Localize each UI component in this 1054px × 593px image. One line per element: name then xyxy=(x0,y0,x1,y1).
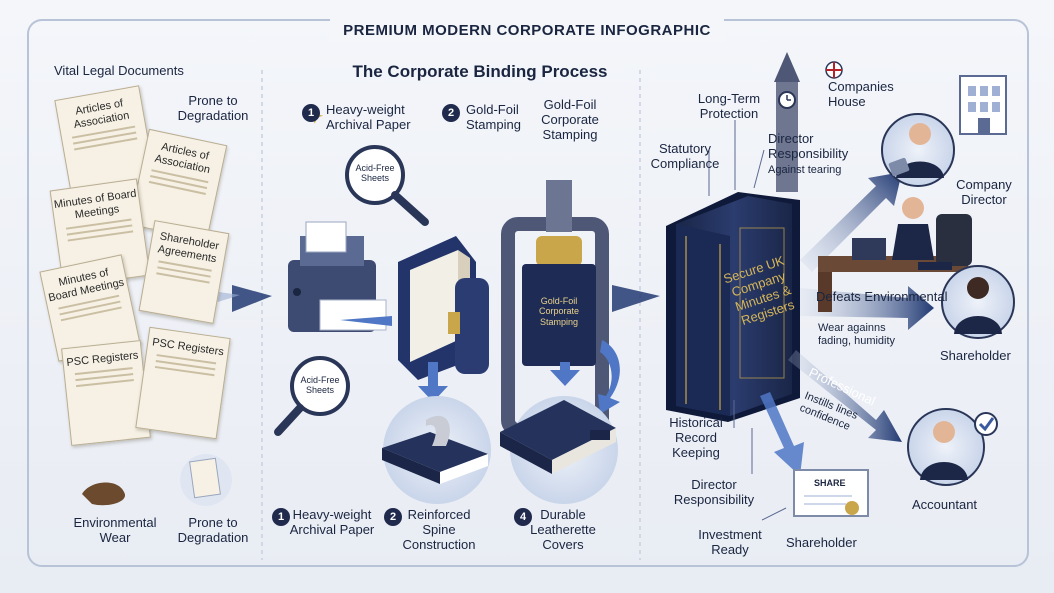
step-number-badge: 1 xyxy=(302,104,320,122)
vital-documents-heading: Vital Legal Documents xyxy=(54,63,184,78)
environmental-wear-label: Environmental Wear xyxy=(73,515,157,545)
header-bg xyxy=(330,12,724,42)
arrow-to-director xyxy=(800,172,902,272)
role-label-accountant: Accountant xyxy=(912,497,978,512)
main-book-illustration xyxy=(666,192,800,422)
companies-house-building-icon xyxy=(959,75,1007,135)
step-number-badge: 2 xyxy=(442,104,460,122)
press-stamp-label: Gold-Foil Corporate Stamping xyxy=(538,296,580,327)
arrow-process-to-book xyxy=(612,285,660,312)
role-label-shareholder: Shareholder xyxy=(940,348,1011,363)
document-card: PSC Registers xyxy=(61,340,151,446)
wear-against-label: Wear againns fading, humidity xyxy=(818,322,896,347)
prone-degradation-top: Prone to Degradation xyxy=(177,93,249,123)
arrow-left-to-process xyxy=(232,285,272,312)
gold-foil-corporate-label: Gold-Foil Corporate Stamping xyxy=(541,97,599,142)
magnifier-top xyxy=(345,145,429,226)
director-desk-illustration xyxy=(818,197,972,312)
arrow-down-1 xyxy=(418,362,448,402)
shareholder-avatar xyxy=(941,265,1015,339)
arrow-to-shareholder xyxy=(800,286,934,330)
binding-illustration xyxy=(398,236,489,380)
share-certificate-illustration xyxy=(793,469,869,517)
arrow-down-2 xyxy=(550,362,580,386)
against-tearing-label: Against tearing xyxy=(768,164,842,176)
acid-free-top: Acid-Free Sheets xyxy=(355,163,395,184)
section-title: The Corporate Binding Process xyxy=(352,62,608,81)
spine-illustration xyxy=(382,415,488,484)
step-number-badge: 1 xyxy=(272,508,290,526)
step-number-badge: 2 xyxy=(384,508,402,526)
prone-degradation-bottom: Prone to Degradation xyxy=(177,515,249,545)
investment-ready-label: Investment Ready xyxy=(698,527,762,557)
big-ben-icon xyxy=(774,52,800,192)
step1-bottom-label: Heavy-weight Archival Paper xyxy=(289,507,375,537)
statutory-compliance-label: Statutory Compliance xyxy=(650,141,720,171)
degraded-doc-icon xyxy=(189,457,221,499)
company-director-avatar xyxy=(881,113,955,187)
page-header: PREMIUM MODERN CORPORATE INFOGRAPHIC xyxy=(343,22,711,39)
role-label-company-director: Company Director xyxy=(956,177,1012,207)
arrow-to-accountant xyxy=(788,350,902,442)
arrow-curve xyxy=(598,340,620,414)
step2-bottom-label: Reinforced Spine Construction xyxy=(402,507,476,552)
director-responsibility-top-label: Director Responsibility xyxy=(768,131,849,161)
document-card: Shareholder Agreements xyxy=(138,220,230,324)
step1-top-label: Heavy-weight Archival Paper xyxy=(326,102,411,132)
document-card: PSC Registers xyxy=(135,326,231,440)
step2-top-label: Gold-Foil Stamping xyxy=(466,102,521,132)
defeats-environmental-label: Defeats Environmental xyxy=(816,289,948,304)
magnifier-bottom xyxy=(274,356,350,436)
acid-free-bottom: Acid-Free Sheets xyxy=(300,375,340,396)
step-number-badge: 4 xyxy=(514,508,532,526)
step4-bottom-label: Durable Leatherette Covers xyxy=(530,507,596,552)
companies-house-label: Companies House xyxy=(828,79,894,109)
cover-illustration xyxy=(500,400,616,474)
share-certificate-label: SHARE xyxy=(814,478,846,488)
accountant-avatar xyxy=(907,408,998,486)
shareholder-bottom-label: Shareholder xyxy=(786,535,857,550)
stamping-press-illustration xyxy=(306,108,609,437)
stain-mark xyxy=(82,482,126,506)
arrow-to-certificate xyxy=(760,392,804,476)
historical-record-label: Historical Record Keeping xyxy=(669,415,723,460)
uk-flag-icon xyxy=(825,61,843,79)
director-responsibility-bottom-label: Director Responsibility xyxy=(673,477,755,507)
long-term-protection-label: Long-Term Protection xyxy=(697,91,761,121)
printer-illustration xyxy=(288,221,392,332)
